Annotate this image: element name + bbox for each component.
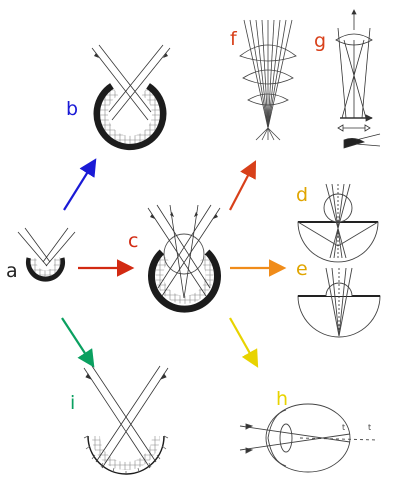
stage-e-camera-eye [297,267,381,338]
stage-c-lens-eye [147,204,221,313]
stage-f-lens-array [239,19,297,141]
label-a: a [6,260,18,282]
stage-g-accommodation [335,9,381,149]
arrow-a-to-i [61,317,95,368]
stage-c-light-rays [147,204,221,299]
arrow-c-to-h [229,317,259,368]
label-h-t1: t [342,423,346,432]
stage-d-camera-eye [297,183,379,263]
stage-i-mirror-eye [83,365,169,475]
stage-h-human-eye [239,403,379,473]
label-g: g [314,30,327,52]
stage-b-light-rays [91,44,171,121]
label-h: h [276,388,289,410]
stage-c-lens [163,233,205,275]
stage-b-pinhole-eye [91,44,171,151]
label-d: d [296,184,309,206]
stage-a-cell-layer [30,257,61,277]
stage-b-cell-layer [100,88,160,144]
label-f: f [230,28,237,50]
stage-a-pigment-cup [26,257,65,282]
stage-a-light-rays [17,227,76,267]
label-b: b [66,98,79,120]
stage-c-cell-layer [155,255,214,304]
stage-c-pigment-wall [148,249,221,313]
label-c: c [128,230,139,252]
label-h-t2: t [368,423,372,432]
arrow-c-to-f [229,160,257,211]
arrow-a-to-b [63,158,97,211]
stage-a-eyespot [17,227,76,282]
label-i: i [70,392,76,414]
stage-i-cell-layer [92,435,160,470]
label-e: e [296,258,308,280]
stage-b-pigment-wall [93,83,167,151]
